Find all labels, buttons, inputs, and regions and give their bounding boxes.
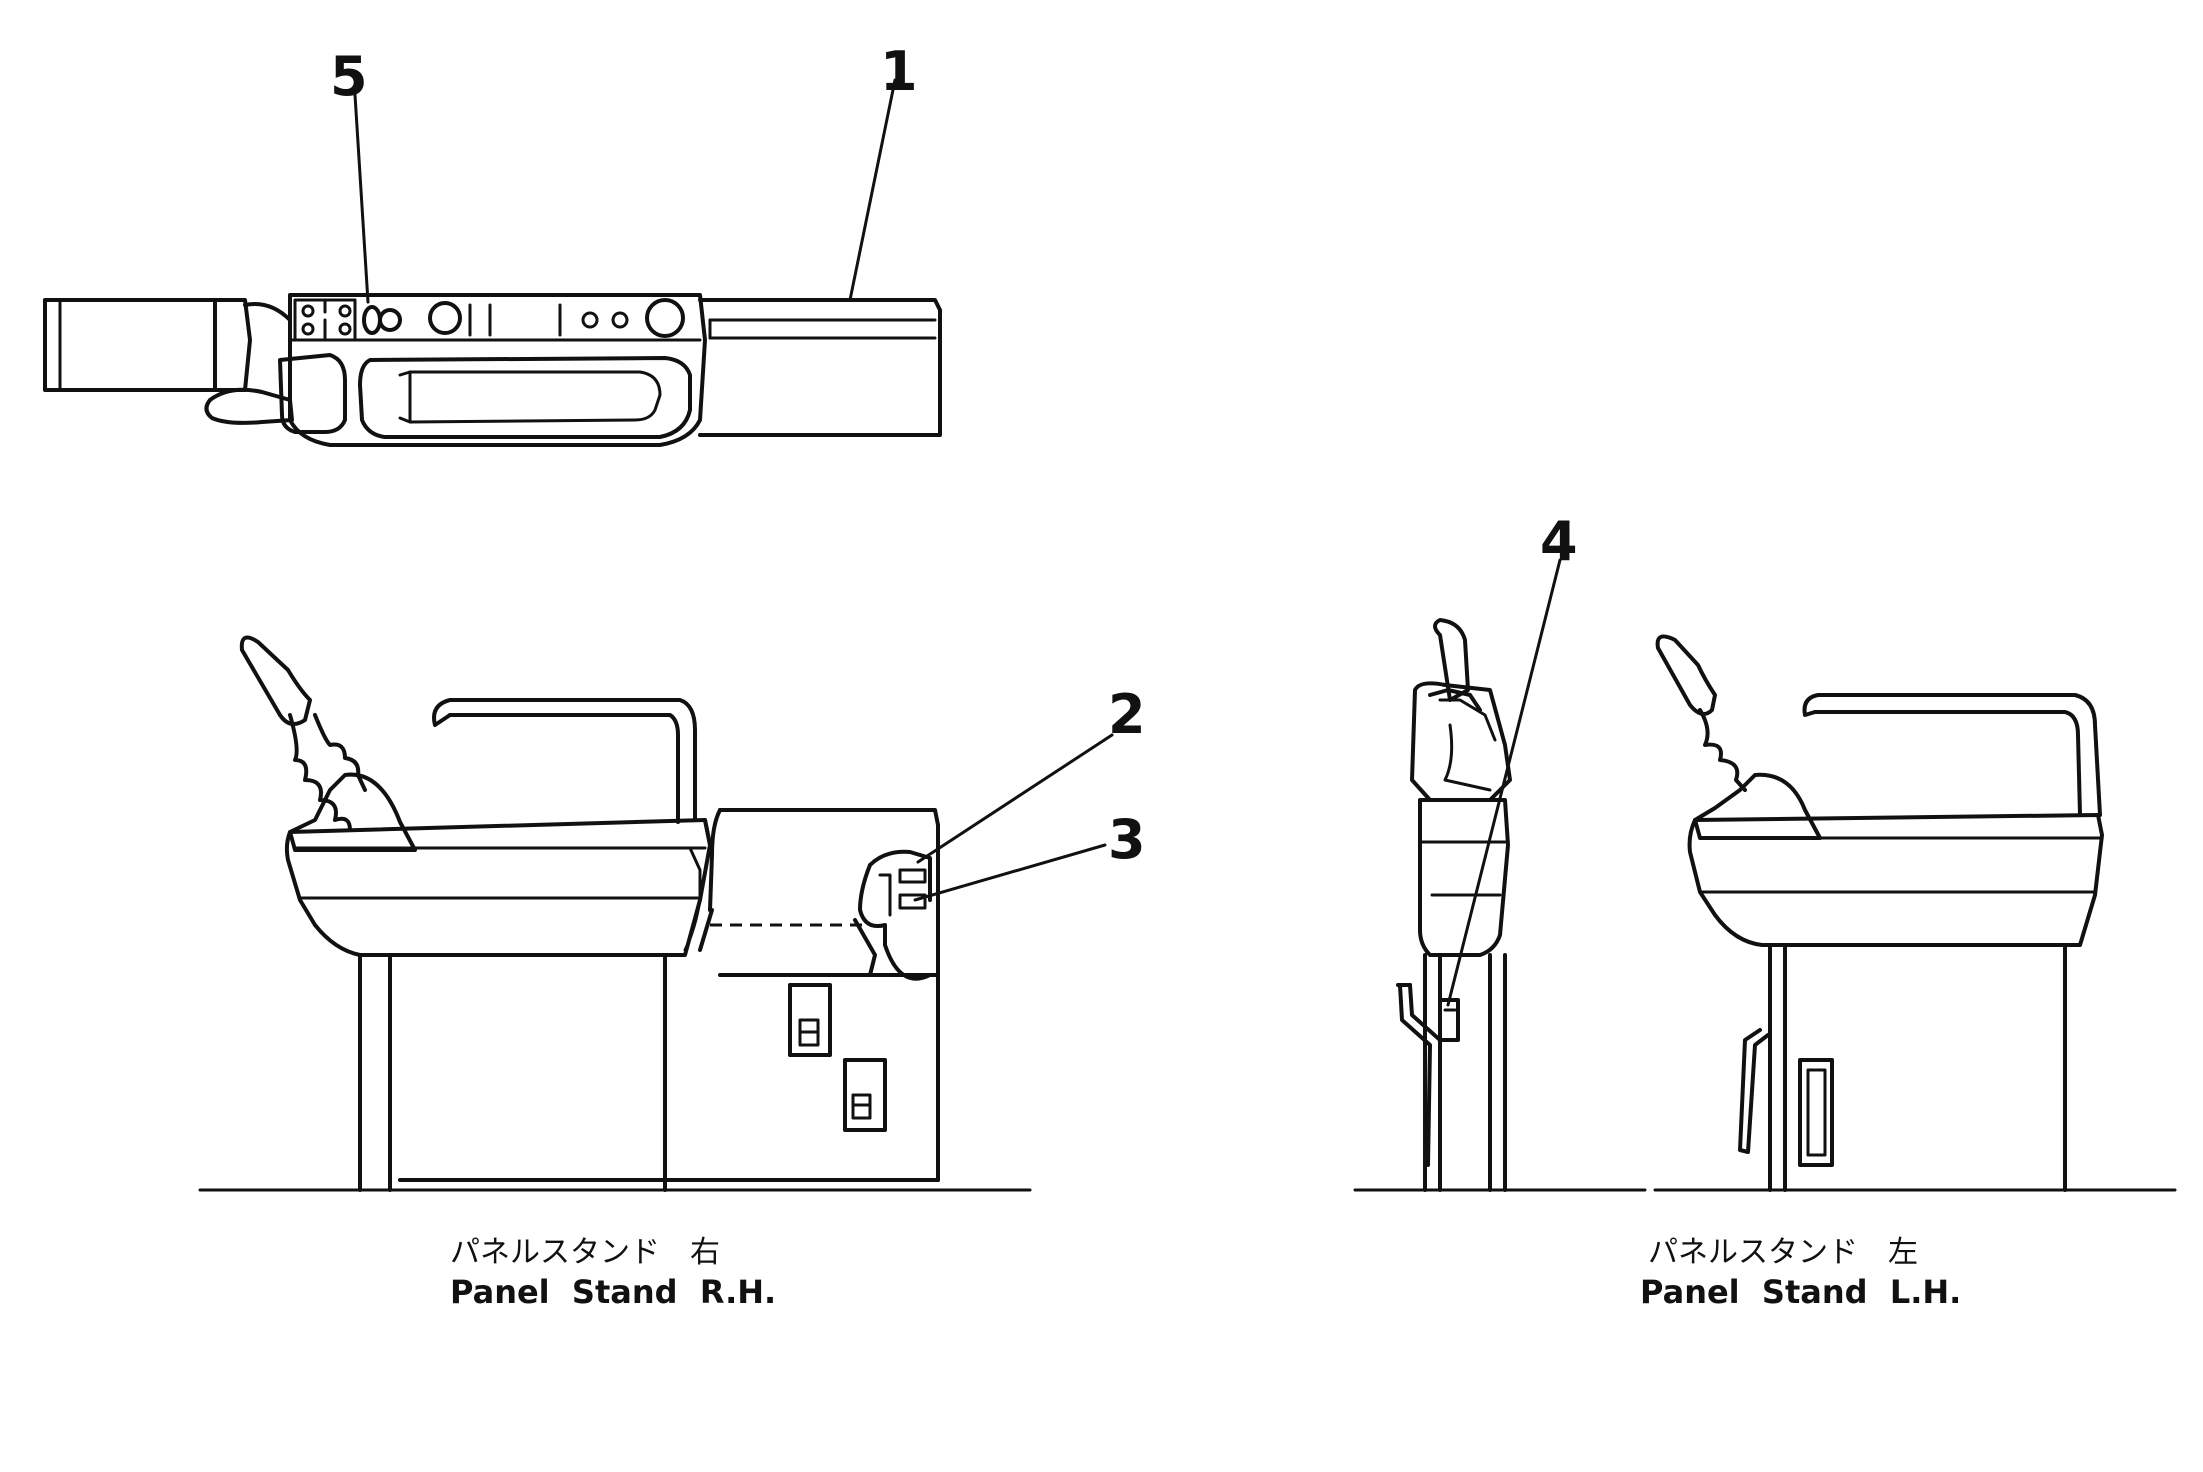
caption-rh-japanese: パネルスタンド 右 [450,1235,720,1270]
callout-number-4: 4 [1540,510,1578,573]
front-view-panel-stand-lh [1353,618,1647,1192]
caption-lh-japanese: パネルスタンド 左 [1648,1235,1918,1270]
side-view-panel-stand-lh [1653,634,2177,1192]
caption-rh-english: Panel Stand R.H. [450,1273,776,1311]
callout-number-3: 3 [1108,808,1146,871]
caption-lh-english: Panel Stand L.H. [1640,1273,1961,1311]
callout-number-2: 2 [1108,683,1146,746]
top-view-panel-stand [43,293,942,447]
leader-lines [353,78,1562,1007]
callout-number-1: 1 [880,40,918,103]
side-view-panel-stand-rh [198,635,1032,1192]
callout-number-5: 5 [330,45,368,108]
